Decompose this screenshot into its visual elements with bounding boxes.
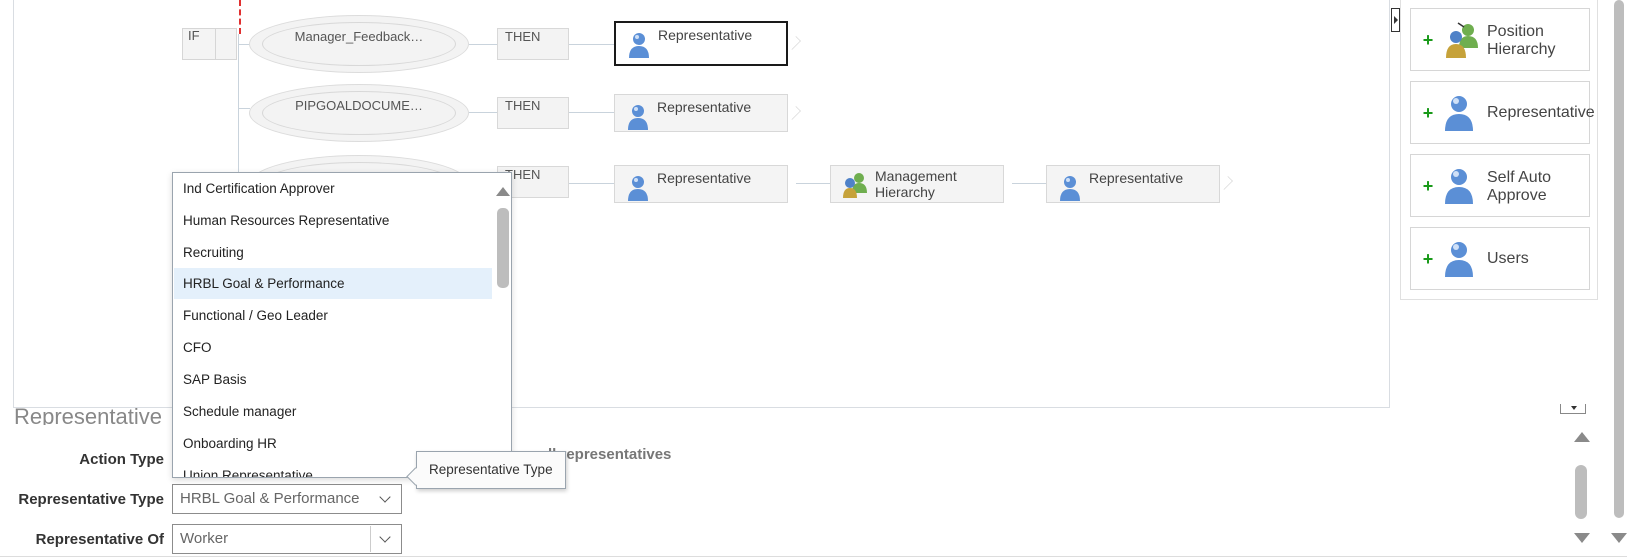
dropdown-option[interactable]: Union Representative xyxy=(183,468,313,478)
condition-node-inner xyxy=(262,91,456,135)
link-line xyxy=(569,183,615,184)
person-icon xyxy=(627,103,649,134)
branch-connector xyxy=(238,44,250,45)
condition-node-inner xyxy=(262,22,456,66)
representative-of-value: Worker xyxy=(180,530,229,547)
chevron-down-icon[interactable] xyxy=(371,525,401,553)
dropdown-option[interactable]: Schedule manager xyxy=(183,404,297,419)
dropdown-scrollbar[interactable] xyxy=(493,173,511,477)
section-title: Representative xyxy=(14,404,162,425)
dropdown-option[interactable]: Human Resources Representative xyxy=(183,213,390,228)
node-label: Representative xyxy=(1089,170,1184,186)
palette-item-label-line2: Hierarchy xyxy=(1487,41,1556,58)
scroll-up-icon[interactable] xyxy=(496,187,510,196)
plus-icon[interactable]: + xyxy=(1422,176,1434,196)
dropdown-option[interactable]: Onboarding HR xyxy=(183,436,277,451)
person-icon xyxy=(1059,174,1081,205)
link-line xyxy=(796,183,830,184)
plus-icon[interactable]: + xyxy=(1422,30,1434,50)
group-hierarchy-icon xyxy=(841,171,869,202)
condition-label: PIPGOALDOCUME… xyxy=(295,98,423,113)
bottom-divider xyxy=(0,556,1627,557)
palette-item-users[interactable]: + Users xyxy=(1410,227,1590,290)
node-label: Management Hierarchy xyxy=(875,168,957,200)
representative-type-dropdown-list[interactable]: Ind Certification Approver Human Resourc… xyxy=(172,172,512,478)
action-type-value: ll representatives xyxy=(548,446,672,463)
if-block-divider xyxy=(215,29,216,59)
dropdown-option[interactable]: Recruiting xyxy=(183,245,244,260)
node-label: Representative xyxy=(658,27,753,43)
representative-node[interactable]: Representative xyxy=(614,165,788,203)
tooltip: Representative Type xyxy=(416,451,566,489)
palette-item-representative[interactable]: + Representative xyxy=(1410,81,1595,144)
dropdown-option[interactable]: SAP Basis xyxy=(183,372,247,387)
node-label-line1: Management xyxy=(875,168,957,184)
person-icon xyxy=(628,31,650,62)
dropdown-option-highlighted[interactable]: HRBL Goal & Performance xyxy=(174,268,492,299)
condition-node[interactable]: Manager_Feedback… xyxy=(249,15,469,73)
representative-type-select[interactable]: HRBL Goal & Performance xyxy=(172,484,402,514)
representative-node[interactable]: Representative xyxy=(614,21,788,66)
then-label: THEN xyxy=(505,98,541,113)
representative-type-value: HRBL Goal & Performance xyxy=(180,490,360,507)
dropdown-option[interactable]: CFO xyxy=(183,340,212,355)
drop-indicator xyxy=(239,0,241,34)
person-icon xyxy=(1444,94,1474,137)
palette-item-label: Users xyxy=(1487,250,1529,267)
dropdown-option[interactable]: Ind Certification Approver xyxy=(183,181,335,196)
approver-palette: + Position Hierarchy + Representative + … xyxy=(1400,0,1598,300)
scroll-up-icon[interactable] xyxy=(1574,432,1590,442)
then-label: THEN xyxy=(505,167,541,182)
action-type-label: Action Type xyxy=(79,451,164,468)
chevron-down-icon[interactable] xyxy=(371,485,401,513)
link-line xyxy=(469,44,499,45)
then-block[interactable]: THEN xyxy=(497,28,569,60)
group-hierarchy-icon xyxy=(1444,21,1480,64)
palette-item-self-auto-approve[interactable]: + Self Auto Approve xyxy=(1410,154,1590,217)
node-label: Representative xyxy=(657,170,752,186)
node-label-line2: Hierarchy xyxy=(875,184,935,200)
palette-item-position-hierarchy[interactable]: + Position Hierarchy xyxy=(1410,8,1590,71)
expand-panel-button[interactable] xyxy=(1560,404,1586,414)
palette-item-label-line2: Approve xyxy=(1487,187,1547,204)
condition-node[interactable]: PIPGOALDOCUME… xyxy=(249,84,469,142)
representative-of-select[interactable]: Worker xyxy=(172,524,402,554)
representative-type-label: Representative Type xyxy=(18,491,164,508)
scrollbar-thumb[interactable] xyxy=(497,208,509,288)
then-label: THEN xyxy=(505,29,541,44)
plus-icon[interactable]: + xyxy=(1422,103,1434,123)
scroll-down-icon[interactable] xyxy=(1574,533,1590,543)
palette-item-label: Representative xyxy=(1487,104,1595,121)
branch-connector-vertical xyxy=(238,34,239,174)
person-icon xyxy=(627,174,649,205)
page-scrollbar-thumb[interactable] xyxy=(1614,0,1624,518)
link-line xyxy=(569,112,615,113)
node-label: Representative xyxy=(657,99,752,115)
link-line xyxy=(469,112,499,113)
representative-node[interactable]: Representative xyxy=(614,94,788,132)
management-hierarchy-node[interactable]: Management Hierarchy xyxy=(830,165,1004,203)
link-line xyxy=(569,44,615,45)
representative-node[interactable]: Representative xyxy=(1046,165,1220,203)
condition-label: Manager_Feedback… xyxy=(294,29,424,44)
page-scroll-down-icon[interactable] xyxy=(1611,533,1627,543)
scrollbar-thumb[interactable] xyxy=(1575,465,1587,519)
person-icon xyxy=(1444,240,1474,283)
palette-item-label: Position Hierarchy xyxy=(1487,23,1555,59)
palette-item-label: Self Auto Approve xyxy=(1487,169,1551,205)
person-icon xyxy=(1444,167,1474,210)
if-block[interactable]: IF xyxy=(182,28,237,60)
dropdown-option[interactable]: Functional / Geo Leader xyxy=(183,308,328,323)
branch-connector xyxy=(238,108,250,109)
collapse-palette-button[interactable] xyxy=(1391,8,1400,32)
palette-item-label-line1: Self Auto xyxy=(1487,169,1552,186)
if-label: IF xyxy=(188,28,200,43)
link-line xyxy=(1012,183,1046,184)
plus-icon[interactable]: + xyxy=(1422,249,1434,269)
then-block[interactable]: THEN xyxy=(497,97,569,129)
representative-of-label: Representative Of xyxy=(35,531,164,548)
palette-item-label-line1: Position xyxy=(1487,23,1544,40)
